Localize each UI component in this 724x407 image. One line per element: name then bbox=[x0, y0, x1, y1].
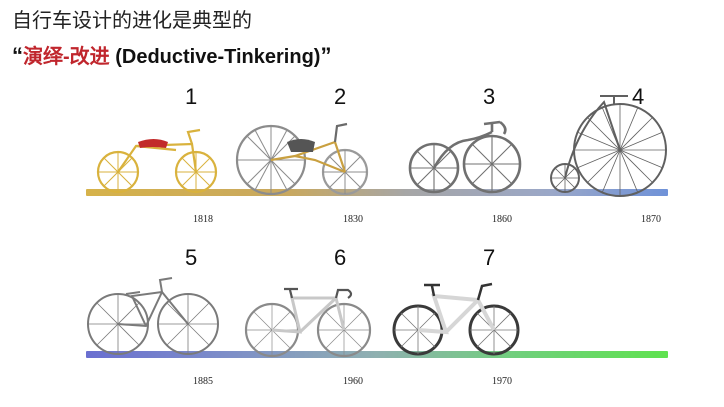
subtitle-english: (Deductive-Tinkering) bbox=[109, 46, 321, 68]
bike-year-1: 1818 bbox=[193, 214, 213, 225]
bike-year-7: 1970 bbox=[492, 376, 512, 387]
bike-7-illustration bbox=[392, 282, 520, 356]
bike-year-6: 1960 bbox=[343, 376, 363, 387]
bike-number-1: 1 bbox=[185, 84, 198, 109]
bike-4-illustration bbox=[550, 95, 667, 197]
bike-year-4: 1870 bbox=[641, 214, 661, 225]
timeline-top bbox=[86, 189, 668, 196]
bike-year-3: 1860 bbox=[492, 214, 512, 225]
slide-subtitle: “演绎-改进 (Deductive-Tinkering)” bbox=[12, 40, 331, 69]
slide-title: 自行车设计的进化是典型的 bbox=[12, 8, 252, 32]
bike-number-6: 6 bbox=[334, 245, 347, 270]
bike-6-illustration bbox=[244, 287, 372, 358]
bike-number-5: 5 bbox=[185, 245, 198, 270]
bike-1-illustration bbox=[96, 128, 218, 194]
close-quote: ” bbox=[320, 43, 332, 68]
timeline-bottom bbox=[86, 351, 668, 358]
bike-3-illustration bbox=[408, 120, 522, 194]
bike-number-7: 7 bbox=[483, 245, 496, 270]
open-quote: “ bbox=[12, 43, 23, 68]
bike-year-2: 1830 bbox=[343, 214, 363, 225]
bike-number-3: 3 bbox=[483, 84, 496, 109]
bike-number-4: 4 bbox=[632, 84, 645, 109]
bike-year-5: 1885 bbox=[193, 376, 213, 387]
bike-2-illustration bbox=[235, 122, 369, 196]
subtitle-chinese: 演绎-改进 bbox=[23, 46, 110, 68]
bike-5-illustration bbox=[87, 277, 219, 355]
bike-number-2: 2 bbox=[334, 84, 347, 109]
